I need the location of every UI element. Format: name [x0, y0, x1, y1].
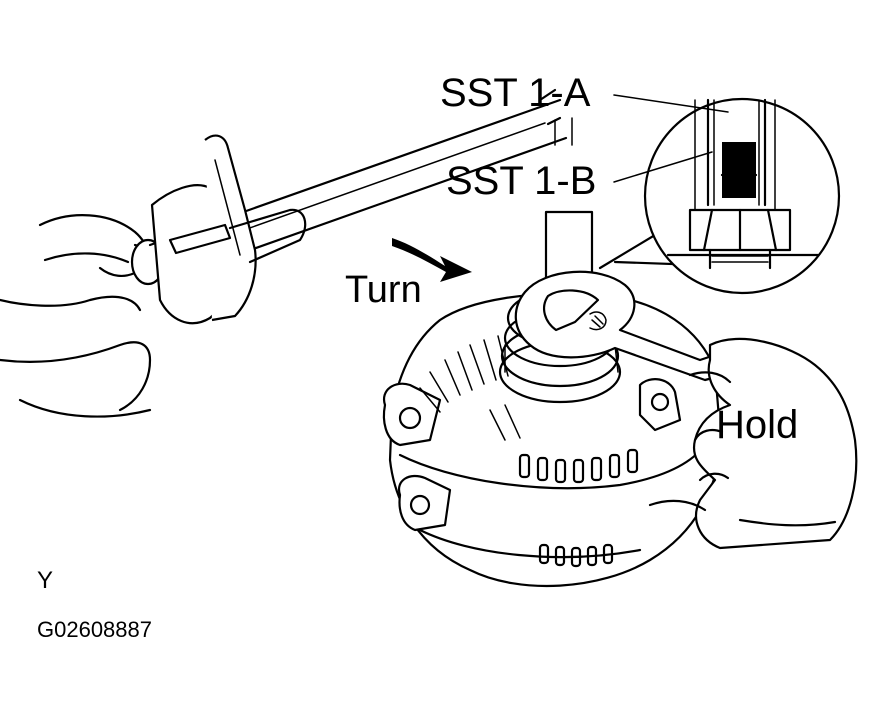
sst-1-a-label: SST 1-A	[440, 71, 591, 115]
figure-code-label: G02608887	[37, 617, 152, 642]
right-hand-drawing	[648, 337, 858, 550]
left-hand-drawing	[0, 214, 162, 418]
corner-mark-label: Y	[37, 567, 53, 594]
turn-arrow	[392, 238, 472, 282]
sst-leader-lines	[613, 94, 729, 183]
magnified-detail-circle	[598, 97, 841, 295]
sst-1-b-label: SST 1-B	[446, 159, 596, 203]
hold-label: Hold	[716, 403, 798, 447]
turn-label: Turn	[345, 269, 422, 311]
torque-wrench-drawing	[130, 88, 568, 325]
